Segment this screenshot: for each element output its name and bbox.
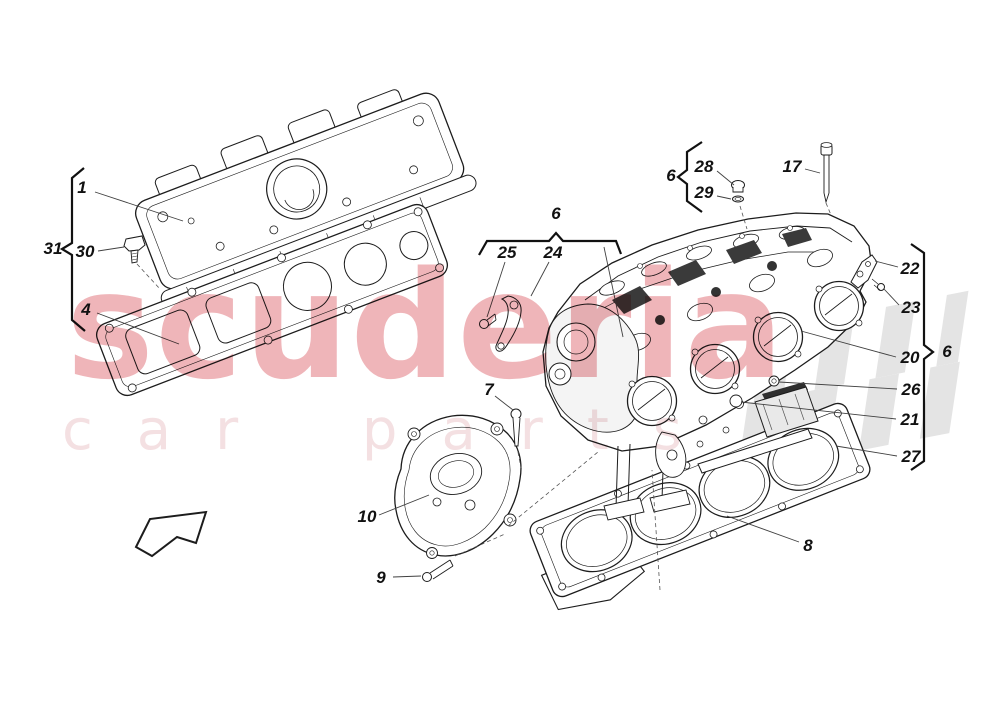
part-callout-6-top: 6 xyxy=(551,204,561,223)
part-callout-29: 29 xyxy=(694,183,714,202)
bolt-30-part xyxy=(123,235,146,264)
bracket-24-part xyxy=(495,295,522,352)
rear-cover-part xyxy=(394,414,522,559)
part-callout-25: 25 xyxy=(497,243,517,262)
part-callout-30: 30 xyxy=(75,242,95,261)
part-callout-17: 17 xyxy=(782,157,802,176)
callout-leader-lines xyxy=(94,168,900,578)
part-callout-6-right: 6 xyxy=(942,342,952,361)
seal-29-part xyxy=(732,195,744,203)
part-callout-4: 4 xyxy=(81,300,91,319)
pin-7-part xyxy=(510,408,522,447)
part-callout-31: 31 xyxy=(43,239,63,258)
part-callout-1: 1 xyxy=(77,178,87,197)
part-callout-7: 7 xyxy=(484,380,494,399)
part-callout-8: 8 xyxy=(803,536,813,555)
part-callout-27: 27 xyxy=(901,447,921,466)
part-callout-9: 9 xyxy=(376,568,386,587)
bolt-23-part xyxy=(871,278,885,291)
bracket-22-part xyxy=(850,254,878,289)
part-callout-6-cap: 6 xyxy=(666,166,676,185)
part-callout-21: 21 xyxy=(900,410,920,429)
head-gasket-part xyxy=(529,402,871,611)
part-callout-26: 26 xyxy=(901,380,921,399)
cover-gasket-part xyxy=(95,203,449,397)
cylinder-head-part xyxy=(542,212,873,521)
assembly-dashed-lines xyxy=(136,202,832,591)
part-callout-23: 23 xyxy=(901,298,921,317)
dipstick-17-part xyxy=(820,142,833,204)
cap-28-part xyxy=(731,180,745,193)
part-callout-28: 28 xyxy=(694,157,714,176)
stud-25-part xyxy=(479,313,497,329)
part-callout-20: 20 xyxy=(900,348,920,367)
group-braces xyxy=(59,141,935,471)
bolt-9-part xyxy=(422,559,454,582)
part-callout-10: 10 xyxy=(357,507,377,526)
direction-arrow xyxy=(134,510,208,558)
part-callout-24: 24 xyxy=(543,243,563,262)
part-callout-22: 22 xyxy=(900,259,920,278)
